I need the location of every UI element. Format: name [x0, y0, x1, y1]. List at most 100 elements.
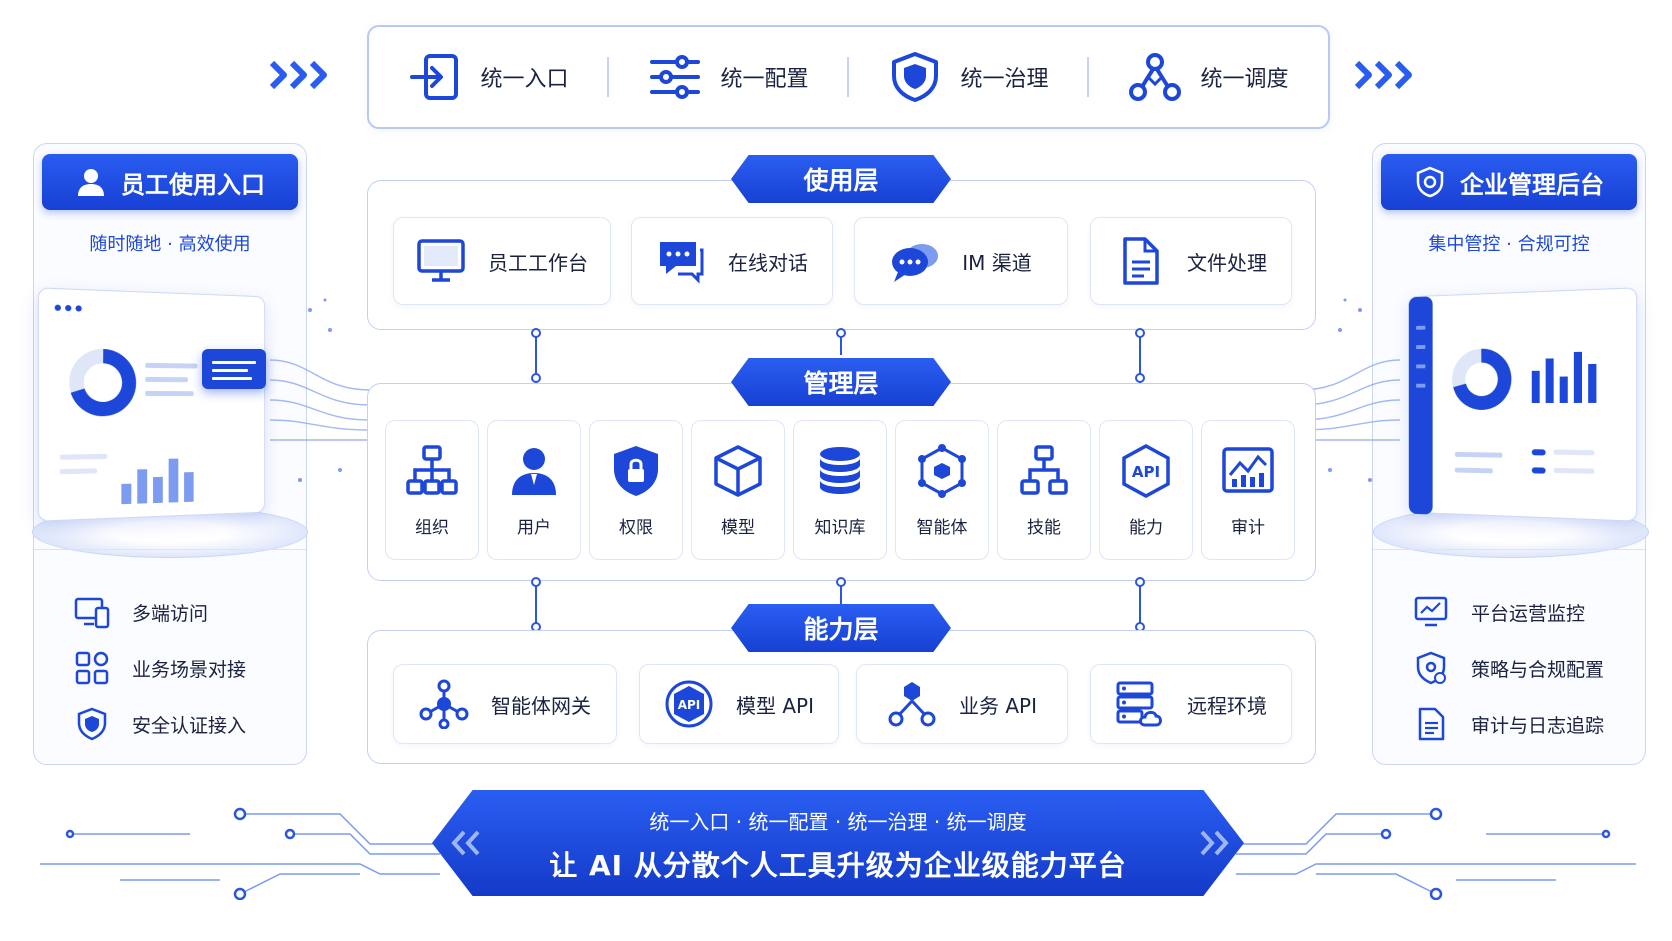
- left-feature-label: 多端访问: [132, 602, 209, 625]
- banner-principles: 统一入口 · 统一配置 · 统一治理 · 统一调度: [649, 810, 1027, 834]
- management-card-label: 用户: [517, 517, 551, 538]
- connector-dot: [836, 328, 846, 338]
- capability-card: 业务 API: [856, 664, 1068, 744]
- connector-dot: [531, 577, 541, 587]
- connector-dot: [836, 577, 846, 587]
- connection-icon: [888, 682, 936, 727]
- lock-shield-icon: [614, 445, 658, 496]
- user-icon: [78, 169, 104, 196]
- capability-card-label: 业务 API: [959, 693, 1037, 718]
- right-circuit-lines: [1236, 807, 1636, 900]
- right-feature-label: 审计与日志追踪: [1471, 714, 1605, 737]
- chat-bubble-icon: [892, 244, 939, 282]
- devices-icon: [74, 597, 110, 629]
- grid-icon: [75, 651, 109, 685]
- left-feature-item: 多端访问: [74, 584, 246, 640]
- management-card: API 能力: [1099, 420, 1193, 560]
- right-panel-feature-list: 平台运营监控 策略与合规配置 审计与日志追踪: [1413, 584, 1604, 752]
- usage-layer-title: 使用层: [731, 155, 951, 203]
- management-card: 智能体: [895, 420, 989, 560]
- banner-left-chevron-icon: [451, 830, 480, 856]
- right-feature-item: 审计与日志追踪: [1413, 696, 1604, 752]
- banner-right-chevron-icon: [1200, 830, 1229, 856]
- right-panel-enterprise-admin: 企业管理后台 集中管控 · 合规可控 平台运营监控: [1372, 143, 1649, 765]
- dashboard-graphic: [39, 304, 198, 505]
- top-item-unified-config: 统一配置: [648, 50, 808, 104]
- file-icon: [1123, 237, 1159, 285]
- left-panel-subtitle: 随时随地 · 高效使用: [89, 234, 251, 255]
- admin-dashboard-graphic: [1408, 296, 1597, 515]
- chat-icon: [660, 242, 704, 284]
- connector-dot: [531, 373, 541, 383]
- connector-line: [1139, 335, 1141, 383]
- banner-slogan: 让 AI 从分散个人工具升级为企业级能力平台: [549, 849, 1127, 882]
- usage-card: 员工工作台: [393, 217, 611, 305]
- shield-icon: [892, 52, 939, 102]
- network-hub-icon: [419, 679, 469, 729]
- top-principles-bar: 统一入口 统一配置 统一治理 统一调度: [367, 25, 1330, 129]
- right-feature-item: 平台运营监控: [1413, 584, 1604, 640]
- management-card-label: 技能: [1027, 517, 1061, 538]
- connector-dot: [1135, 577, 1145, 587]
- hierarchy-icon: [1020, 444, 1068, 495]
- connector-line: [535, 584, 537, 632]
- right-panel-subtitle: 集中管控 · 合规可控: [1428, 234, 1590, 255]
- management-card: 知识库: [793, 420, 887, 560]
- user-icon: [512, 447, 556, 495]
- dashboard-illustration: [37, 287, 266, 522]
- management-card-label: 审计: [1231, 517, 1265, 538]
- management-card: 用户: [487, 420, 581, 560]
- management-card: 权限: [589, 420, 683, 560]
- separator: [1087, 57, 1090, 97]
- connector-line: [535, 335, 537, 383]
- right-panel-title: 企业管理后台: [1460, 170, 1604, 199]
- shield-icon: [77, 707, 107, 741]
- monitor-icon: [417, 239, 465, 282]
- capability-card-label: 模型 API: [736, 693, 814, 718]
- server-cloud-icon: [1116, 681, 1162, 727]
- management-card: 技能: [997, 420, 1091, 560]
- left-circuit-lines: [40, 807, 440, 900]
- database-icon: [820, 446, 860, 494]
- management-card-label: 模型: [721, 517, 755, 538]
- hexagon-node-icon: [918, 443, 966, 498]
- top-item-label: 统一治理: [960, 67, 1049, 92]
- top-item-unified-scheduling: 统一调度: [1128, 50, 1288, 104]
- connector-line: [840, 584, 842, 606]
- usage-card: 文件处理: [1090, 217, 1292, 305]
- left-chevrons-icon: [268, 55, 348, 99]
- divider: [1373, 549, 1645, 550]
- management-card-label: 知识库: [814, 517, 866, 538]
- connector-dot: [1135, 328, 1145, 338]
- usage-card-label: IM 渠道: [962, 250, 1032, 275]
- separator: [847, 57, 850, 97]
- left-feature-item: 业务场景对接: [74, 640, 246, 696]
- org-chart-icon: [406, 444, 458, 495]
- usage-card-label: 员工工作台: [488, 250, 588, 275]
- gear-shield-icon: [1416, 166, 1444, 198]
- capability-card: API 模型 API: [639, 664, 839, 744]
- connector-line: [840, 335, 842, 355]
- divider: [34, 549, 306, 550]
- left-panel-employee-entry: 员工使用入口 随时随地 · 高效使用 多端访问: [32, 143, 308, 765]
- left-panel-header: 员工使用入口: [42, 154, 298, 210]
- management-card: 组织: [385, 420, 479, 560]
- usage-card-label: 在线对话: [728, 250, 808, 275]
- left-feature-item: 安全认证接入: [74, 696, 246, 752]
- top-item-unified-governance: 统一治理: [888, 50, 1048, 104]
- management-card-label: 智能体: [916, 517, 968, 538]
- management-card-label: 能力: [1129, 517, 1163, 538]
- right-panel-header: 企业管理后台: [1381, 154, 1637, 210]
- capability-card: 智能体网关: [393, 664, 617, 744]
- api-hexagon-icon: API: [1122, 443, 1170, 498]
- top-item-label: 统一入口: [480, 67, 569, 92]
- capability-card: 远程环境: [1090, 664, 1292, 744]
- connector-dot: [531, 328, 541, 338]
- network-icon: [1129, 53, 1182, 101]
- right-feature-item: 策略与合规配置: [1413, 640, 1604, 696]
- usage-card-label: 文件处理: [1187, 250, 1267, 275]
- management-card-label: 组织: [415, 517, 449, 538]
- management-card: 模型: [691, 420, 785, 560]
- separator: [607, 57, 610, 97]
- connector-dot: [1135, 373, 1145, 383]
